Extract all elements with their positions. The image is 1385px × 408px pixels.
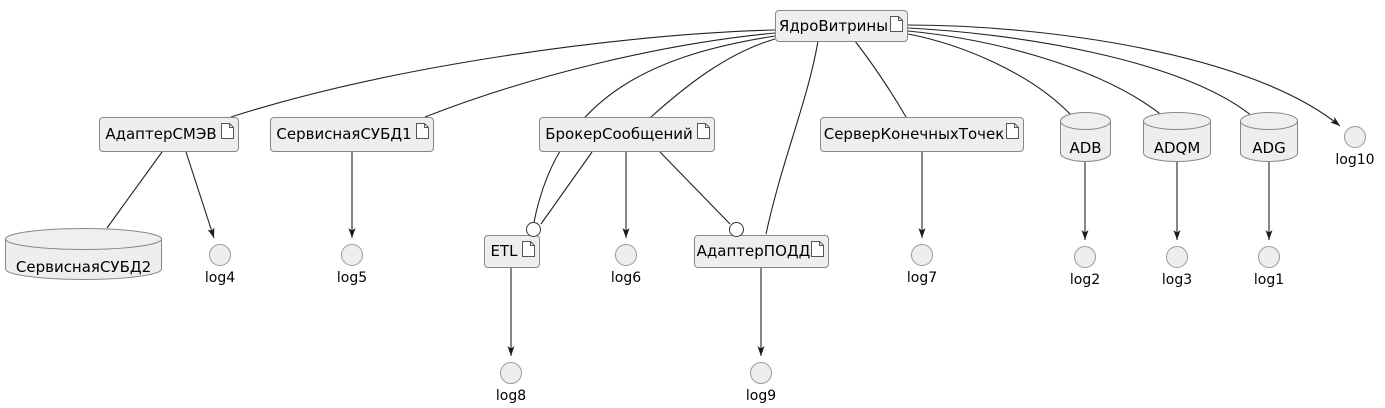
component-brokersoobshcheniy[interactable]: БрокерСообщений [539,117,715,152]
database-adqm[interactable]: ADQM [1143,112,1211,162]
database-label: ADB [1069,139,1102,157]
edge-core-srvdb1 [424,32,776,118]
cylinder-shape [1143,112,1211,162]
document-icon [416,123,429,139]
log-label: log2 [1069,272,1101,288]
log-label: log7 [906,270,938,286]
log-label: log4 [204,270,236,286]
component-adaptersmev[interactable]: АдаптерСМЭВ [99,117,239,152]
edge-core-broker [650,38,776,118]
component-label: ЯдроВитрины [778,16,889,35]
edge-core-log10 [907,24,1341,127]
edge-core-podd [765,40,819,235]
log-circle [1258,246,1280,268]
database-servisnayasubd2[interactable]: СервиснаяСУБД2 [5,228,162,280]
component-yadrovitriny[interactable]: ЯдроВитрины [775,10,908,42]
cylinder-shape [1060,112,1111,162]
log-circle [1074,246,1096,268]
edge-core-smev [230,29,776,118]
edge-broker-etl [540,151,593,225]
document-icon [697,123,710,139]
component-etl[interactable]: ETL [484,235,540,268]
interface-socket-etl[interactable] [526,222,541,237]
log-label: log5 [336,270,368,286]
document-icon [221,123,234,139]
log-circle [1166,246,1188,268]
document-icon [811,241,824,257]
edge-smev-log4 [185,151,215,239]
log-label: log3 [1161,272,1193,288]
edge-core-adqm [907,30,1164,117]
component-label: СервиснаяСУБД1 [276,125,412,143]
edge-core-adb [907,33,1073,117]
database-label: СервиснаяСУБД2 [15,258,152,276]
edge-smev-srvdb2 [106,151,163,229]
log-circle [1344,126,1366,148]
log-label: log6 [610,270,642,286]
component-label: АдаптерПОДД [696,242,811,260]
database-adg[interactable]: ADG [1240,112,1298,162]
edge-core-endpoints [854,40,907,118]
edge-core-etl [533,35,776,223]
log-label: log9 [745,388,777,404]
component-adapterpodd[interactable]: АдаптерПОДД [694,235,829,268]
component-label: АдаптерСМЭВ [105,125,217,143]
log-label: log1 [1253,272,1285,288]
document-icon [890,16,903,32]
log-circle [750,362,772,384]
edge-broker-podd [659,151,731,225]
log-circle [911,244,933,266]
log-circle [615,244,637,266]
database-adb[interactable]: ADB [1060,112,1111,162]
component-serverkonechnykhtochek[interactable]: СерверКонечныхТочек [820,117,1024,152]
log-label: log10 [1335,152,1375,168]
log-circle [341,244,363,266]
component-label: ETL [490,242,518,260]
edge-core-adg [907,27,1253,117]
document-icon [522,241,535,257]
log-circle [500,362,522,384]
cylinder-shape [5,228,162,280]
component-label: БрокерСообщений [545,125,693,143]
log-label: log8 [495,388,527,404]
log-circle [209,244,231,266]
interface-socket-adapterpodd[interactable] [729,222,744,237]
database-label: ADQM [1153,139,1201,157]
database-label: ADG [1252,139,1286,157]
cylinder-shape [1240,112,1298,162]
document-icon [1006,123,1019,139]
component-label: СерверКонечныхТочек [823,125,1005,143]
component-servisnayasubd1[interactable]: СервиснаяСУБД1 [270,117,434,152]
